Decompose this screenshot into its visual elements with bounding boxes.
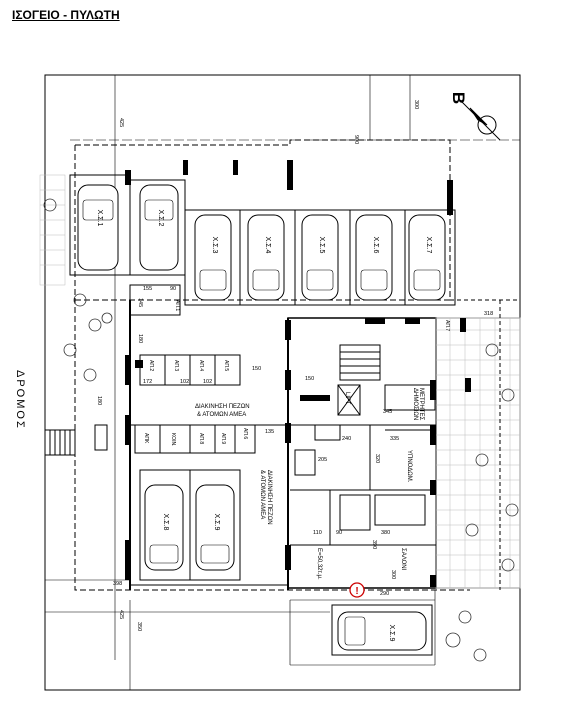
dim-2: 300 (413, 100, 419, 109)
storage-1: ΑΠ.1 (174, 300, 180, 311)
dim-13: 150 (305, 376, 314, 382)
dim-17: 320 (374, 454, 380, 463)
walkway2-label-b: & ΑΤΟΜΩΝ ΑΜΕΑ (259, 470, 265, 519)
dim-11: 150 (252, 366, 261, 372)
living-label: ΣΑΛΟΝΙ (400, 548, 406, 571)
storage-3: ΑΠ.3 (173, 360, 179, 371)
dim-20: 90 (336, 530, 342, 536)
lift-label: LIFT (344, 392, 350, 405)
small-room-3: ΑΠ.8 (198, 433, 204, 444)
dim-22: 390 (371, 540, 377, 549)
dim-4: 318 (484, 311, 493, 317)
plan-title: ΙΣΟΓΕΙΟ - ΠΥΛΩΤΗ (12, 8, 120, 22)
meters-label-b: ΔΗΜΟΣΙΩΝ (412, 388, 418, 420)
parking-label-8: Χ.Σ.8 (162, 514, 169, 531)
bedroom-label: ΥΠΝΟΔΩΜ. (406, 450, 412, 483)
dim-15: 135 (265, 429, 274, 435)
dim-27: 398 (113, 581, 122, 587)
small-room-1: ΑΠΚ (143, 433, 149, 444)
parking-label-2: Χ.Σ.2 (157, 210, 164, 227)
storage-7: ΑΠ.7 (444, 320, 450, 331)
parking-label-5: Χ.Σ.5 (318, 237, 325, 254)
dim-9: 102 (180, 379, 189, 385)
storage-2: ΑΠ.2 (148, 360, 154, 371)
small-room-4: ΑΠ.9 (220, 433, 226, 444)
storage-5: ΑΠ.5 (223, 360, 229, 371)
road-label: ΔΡΟΜΟΣ (14, 370, 26, 430)
dim-23: 205 (318, 457, 327, 463)
dim-28: 290 (380, 591, 389, 597)
dim-8: 172 (143, 379, 152, 385)
parking-label-6: Χ.Σ.6 (372, 237, 379, 254)
dim-29: 180 (96, 396, 102, 405)
area-label: E=50,32τ.μ. (316, 548, 322, 580)
parking-label-1: Χ.Σ.1 (96, 210, 103, 227)
walkway2-label: ΔΙΑΚΙΝΗΣΗ ΠΕΖΩΝ (266, 470, 272, 525)
dim-10: 102 (203, 379, 212, 385)
warning-icon: ! (355, 586, 358, 597)
parking-label-4: Χ.Σ.4 (264, 237, 271, 254)
north-arrow-label: B (449, 91, 469, 105)
dim-25: 425 (118, 610, 124, 619)
storage-6: ΑΠ.6 (242, 428, 248, 439)
dim-7: 145 (137, 298, 143, 307)
parking-label-3: Χ.Σ.3 (211, 237, 218, 254)
parking-label-bottom: Χ.Σ.9 (388, 625, 395, 642)
dim-3: 900 (353, 135, 359, 144)
dim-1: 425 (118, 118, 124, 127)
dim-24: 300 (390, 570, 396, 579)
dim-14: 345 (383, 409, 392, 415)
dim-16: 240 (342, 436, 351, 442)
small-room-2: ΚΟΙΝ. (170, 433, 176, 446)
dim-26: 350 (136, 622, 142, 631)
dim-21: 380 (381, 530, 390, 536)
walkway-label: ΔΙΑΚΙΝΗΣΗ ΠΕΖΩΝ (195, 404, 250, 410)
dim-18: 335 (390, 436, 399, 442)
dim-12: 180 (137, 334, 143, 343)
storage-4: ΑΠ.4 (198, 360, 204, 371)
dim-19: 110 (313, 530, 322, 536)
walkway-label-b: & ΑΤΟΜΩΝ ΑΜΕΑ (197, 412, 246, 418)
parking-label-7: Χ.Σ.7 (425, 237, 432, 254)
meters-label: ΜΕΤΡΗΤΕΣ (418, 388, 424, 421)
parking-label-9: Χ.Σ.9 (213, 514, 220, 531)
dim-5: 155 (143, 286, 152, 292)
dim-6: 90 (170, 286, 176, 292)
